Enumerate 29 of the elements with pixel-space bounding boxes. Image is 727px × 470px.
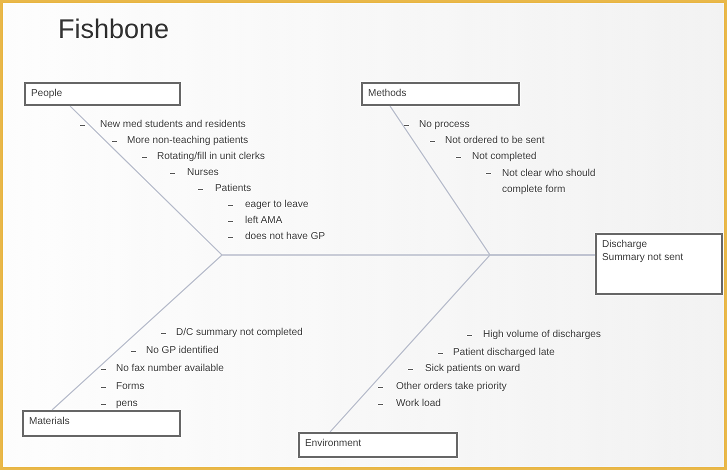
cause-text: Forms [116,380,144,393]
cause-text: No process [419,118,470,131]
cause-text: Other orders take priority [396,380,507,393]
cause-text: Not clear who should complete form [502,167,596,197]
cause-text: D/C summary not completed [176,326,303,339]
cause-text: More non-teaching patients [127,134,248,147]
cause-text: Not ordered to be sent [445,134,545,147]
category-box: Methods [361,82,520,106]
cause-text: No fax number available [116,362,224,375]
cause-text: does not have GP [245,230,326,243]
category-box: People [24,82,181,106]
cause-text: Work load [396,397,441,410]
category-box: Materials [22,410,181,437]
effect-box: Discharge Summary not sent [595,233,723,295]
cause-text: Patient discharged late [453,346,555,359]
cause-text: High volume of discharges [483,328,601,341]
cause-text: New med students and residents [100,118,246,131]
cause-text: left AMA [245,214,282,227]
cause-text: Not completed [472,150,536,163]
cause-text: Patients [215,182,252,195]
cause-text: Sick patients on ward [425,362,520,375]
cause-text: No GP identified [146,344,219,357]
category-box: Environment [298,432,458,458]
cause-text: Rotating/fill in unit clerks [157,150,265,163]
cause-text: pens [116,397,138,410]
cause-text: eager to leave [245,198,308,211]
title: Fishbone [58,14,170,45]
cause-text: Nurses [187,166,219,179]
fishbone-line [330,254,595,432]
